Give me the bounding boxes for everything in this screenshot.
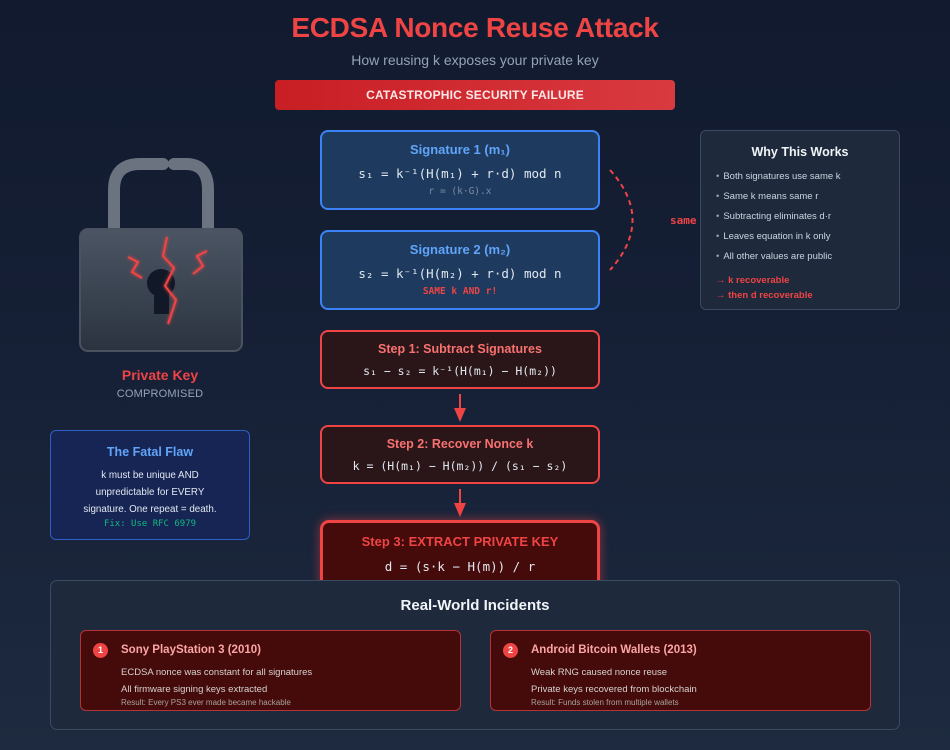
private-key-label: Private Key: [121, 367, 199, 383]
why-result-k: → k recoverable: [716, 275, 790, 286]
arrow-down-icon: [454, 489, 466, 517]
incident-result: Result: Funds stolen from multiple walle…: [531, 698, 679, 707]
page-subtitle: How reusing k exposes your private key: [351, 52, 599, 68]
step-3-equation: d = (s·k − H(m)) / r: [384, 559, 536, 574]
incident-result: Result: Every PS3 ever made became hacka…: [121, 698, 291, 707]
incident-detail: ECDSA nonce was constant for all signatu…: [121, 667, 313, 678]
fatal-flaw-title: The Fatal Flaw: [106, 445, 194, 459]
incidents-title: Real-World Incidents: [400, 597, 550, 614]
signature-2-equation: s₂ = k⁻¹(H(m₂) + r·d) mod n: [358, 266, 562, 281]
incident-name: Android Bitcoin Wallets (2013): [531, 644, 697, 656]
failure-banner: CATASTROPHIC SECURITY FAILURE: [275, 80, 675, 110]
same-k-connector: [609, 169, 634, 271]
why-item: •Subtracting eliminates d·r: [716, 211, 832, 222]
signature-1-title: Signature 1 (m₁): [409, 142, 510, 157]
why-list: •Both signatures use same k •Same k mean…: [716, 167, 884, 267]
why-item: •All other values are public: [716, 251, 833, 262]
page-title: ECDSA Nonce Reuse Attack: [291, 12, 659, 43]
signature-2-title: Signature 2 (m₂): [409, 242, 511, 257]
fatal-flaw-line: signature. One repeat = death.: [83, 504, 217, 515]
why-this-works-card: Why This Works •Both signatures use same…: [700, 130, 900, 310]
step-2-box: Step 2: Recover Nonce k k = (H(m₁) − H(m…: [320, 425, 600, 484]
fatal-flaw-line: unpredictable for EVERY: [95, 487, 205, 498]
signature-2-box: Signature 2 (m₂) s₂ = k⁻¹(H(m₂) + r·d) m…: [320, 230, 600, 310]
why-title: Why This Works: [751, 145, 849, 159]
why-item: •Leaves equation in k only: [716, 231, 831, 242]
why-item: •Same k means same r: [716, 191, 819, 202]
incident-card: 2 Android Bitcoin Wallets (2013) Weak RN…: [490, 630, 871, 711]
why-result-d: → then d recoverable: [716, 290, 813, 301]
step-2-title: Step 2: Recover Nonce k: [386, 437, 534, 451]
step-1-equation: s₁ − s₂ = k⁻¹(H(m₁) − H(m₂)): [363, 364, 557, 378]
fatal-flaw-body: k must be unique AND unpredictable for E…: [51, 467, 249, 518]
incident-detail: All firmware signing keys extracted: [121, 684, 268, 695]
incident-number-badge: 1: [93, 643, 108, 658]
signature-1-equation: s₁ = k⁻¹(H(m₁) + r·d) mod n: [358, 166, 562, 181]
incident-detail: Weak RNG caused nonce reuse: [531, 667, 668, 678]
step-2-equation: k = (H(m₁) − H(m₂)) / (s₁ − s₂): [352, 459, 568, 473]
step-1-box: Step 1: Subtract Signatures s₁ − s₂ = k⁻…: [320, 330, 600, 389]
step-3-title: Step 3: EXTRACT PRIVATE KEY: [361, 534, 559, 549]
same-k-label: same: [670, 214, 697, 227]
incident-number-badge: 2: [503, 643, 518, 658]
step-1-title: Step 1: Subtract Signatures: [378, 342, 542, 356]
incident-card: 1 Sony PlayStation 3 (2010) ECDSA nonce …: [80, 630, 461, 711]
real-world-incidents-panel: Real-World Incidents 1 Sony PlayStation …: [50, 580, 900, 730]
private-key-status: COMPROMISED: [116, 388, 204, 400]
incident-detail: Private keys recovered from blockchain: [531, 684, 697, 695]
incident-name: Sony PlayStation 3 (2010): [121, 644, 261, 656]
why-item: •Both signatures use same k: [716, 171, 841, 182]
why-results: → k recoverable → then d recoverable: [716, 273, 884, 303]
fatal-flaw-fix: Fix: Use RFC 6979: [103, 519, 197, 529]
signature-1-box: Signature 1 (m₁) s₁ = k⁻¹(H(m₁) + r·d) m…: [320, 130, 600, 210]
broken-padlock-icon: [79, 158, 243, 352]
failure-banner-text: CATASTROPHIC SECURITY FAILURE: [366, 88, 584, 102]
arrow-down-icon: [454, 394, 466, 422]
fatal-flaw-line: k must be unique AND: [101, 470, 199, 481]
signature-1-note: r = (k·G).x: [428, 186, 492, 197]
signature-2-warning: SAME k AND r!: [422, 286, 498, 297]
fatal-flaw-card: The Fatal Flaw k must be unique AND unpr…: [50, 430, 250, 540]
